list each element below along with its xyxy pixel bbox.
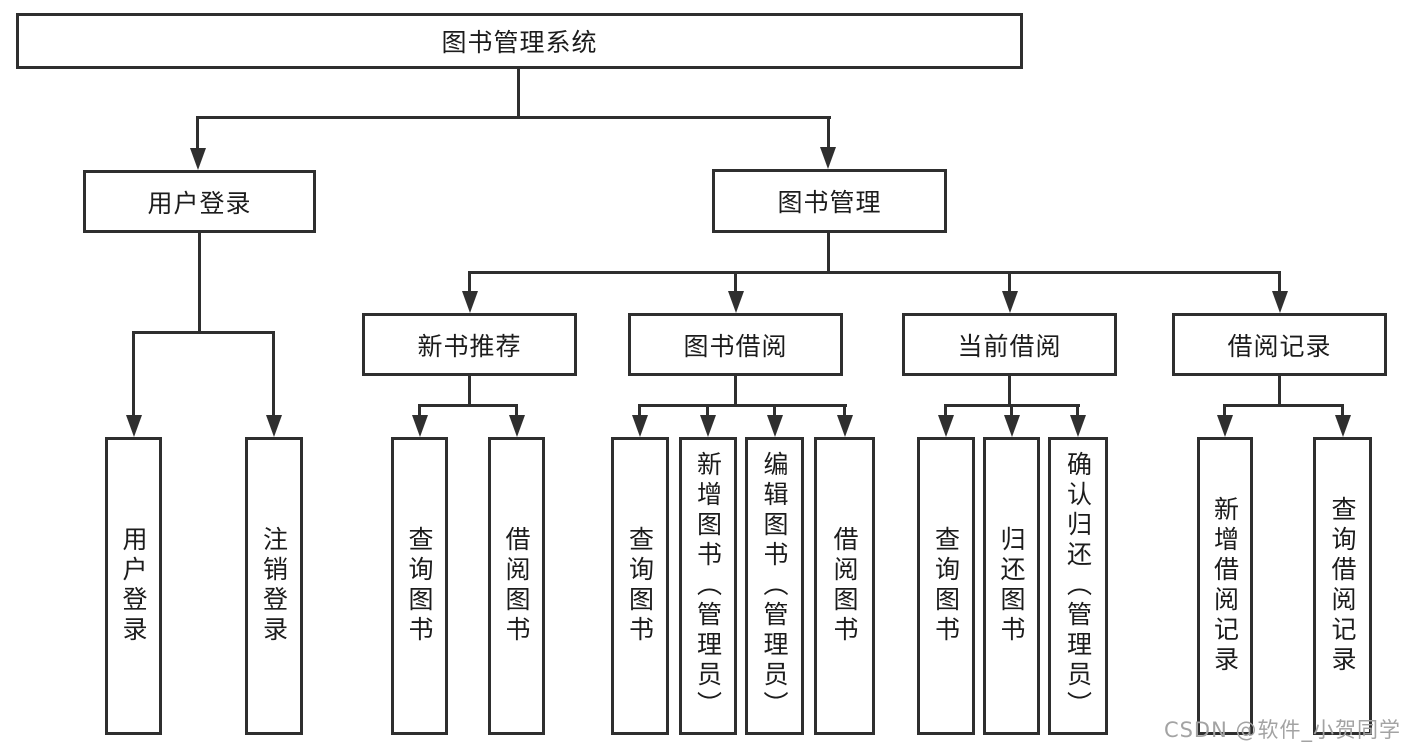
connector-v [773, 404, 776, 419]
leaf-record-query: 查询借阅记录 [1313, 437, 1372, 735]
connector-v [515, 404, 518, 419]
connector-h [418, 404, 518, 407]
arrow-down-icon [412, 415, 428, 437]
arrow-down-icon [1004, 415, 1020, 437]
node-book-borrowing: 图书借阅 [628, 313, 843, 376]
connector-v [1008, 376, 1011, 407]
connector-v [843, 404, 846, 419]
arrow-down-icon [728, 291, 744, 313]
leaf-newbook-query: 查询图书 [391, 437, 448, 735]
leaf-current-return: 归还图书 [983, 437, 1040, 735]
node-root: 图书管理系统 [16, 13, 1023, 69]
connector-v [468, 376, 471, 407]
node-book-management: 图书管理 [712, 169, 947, 233]
connector-v [272, 331, 275, 420]
leaf-borrow-query: 查询图书 [611, 437, 669, 735]
node-current-borrowing: 当前借阅 [902, 313, 1117, 376]
connector-v [1008, 271, 1011, 296]
leaf-logout: 注销登录 [245, 437, 303, 735]
arrow-down-icon [126, 415, 142, 437]
connector-v [638, 404, 641, 419]
leaf-borrow-add-admin: 新增图书（管理员） [679, 437, 737, 735]
connector-h [132, 331, 275, 334]
connector-v [944, 404, 947, 419]
arrow-down-icon [767, 415, 783, 437]
connector-h [196, 116, 831, 119]
arrow-down-icon [1002, 291, 1018, 313]
connector-v [734, 271, 737, 296]
node-borrow-records: 借阅记录 [1172, 313, 1387, 376]
connector-v [827, 233, 830, 274]
arrow-down-icon [190, 148, 206, 170]
leaf-current-confirm-admin: 确认归还（管理员） [1048, 437, 1108, 735]
leaf-borrow-borrow: 借阅图书 [814, 437, 875, 735]
connector-h [1223, 404, 1344, 407]
connector-v [1076, 404, 1079, 419]
leaf-current-query: 查询图书 [917, 437, 975, 735]
leaf-borrow-edit-admin: 编辑图书（管理员） [745, 437, 804, 735]
leaf-newbook-borrow: 借阅图书 [488, 437, 545, 735]
arrow-down-icon [700, 415, 716, 437]
connector-v [1223, 404, 1226, 419]
connector-v [1341, 404, 1344, 419]
node-new-book-recommend: 新书推荐 [362, 313, 577, 376]
connector-v [706, 404, 709, 419]
arrow-down-icon [938, 415, 954, 437]
arrow-down-icon [509, 415, 525, 437]
arrow-down-icon [837, 415, 853, 437]
connector-v [1278, 271, 1281, 296]
connector-v [196, 116, 199, 153]
arrow-down-icon [1217, 415, 1233, 437]
connector-h [638, 404, 847, 407]
connector-v [734, 376, 737, 407]
connector-h [468, 271, 1281, 274]
arrow-down-icon [1070, 415, 1086, 437]
arrow-down-icon [1272, 291, 1288, 313]
node-user-login: 用户登录 [83, 170, 316, 233]
connector-v [1278, 376, 1281, 407]
connector-v [418, 404, 421, 419]
connector-v [132, 331, 135, 420]
arrow-down-icon [1335, 415, 1351, 437]
arrow-down-icon [266, 415, 282, 437]
connector-v [468, 271, 471, 296]
csdn-watermark: CSDN @软件_小贺同学 [1163, 718, 1401, 742]
leaf-record-add: 新增借阅记录 [1197, 437, 1253, 735]
connector-v [827, 116, 830, 152]
arrow-down-icon [632, 415, 648, 437]
arrow-down-icon [462, 291, 478, 313]
leaf-user-login: 用户登录 [105, 437, 162, 735]
connector-v [517, 69, 520, 118]
arrow-down-icon [820, 147, 836, 169]
connector-v [198, 233, 201, 333]
connector-v [1010, 404, 1013, 419]
